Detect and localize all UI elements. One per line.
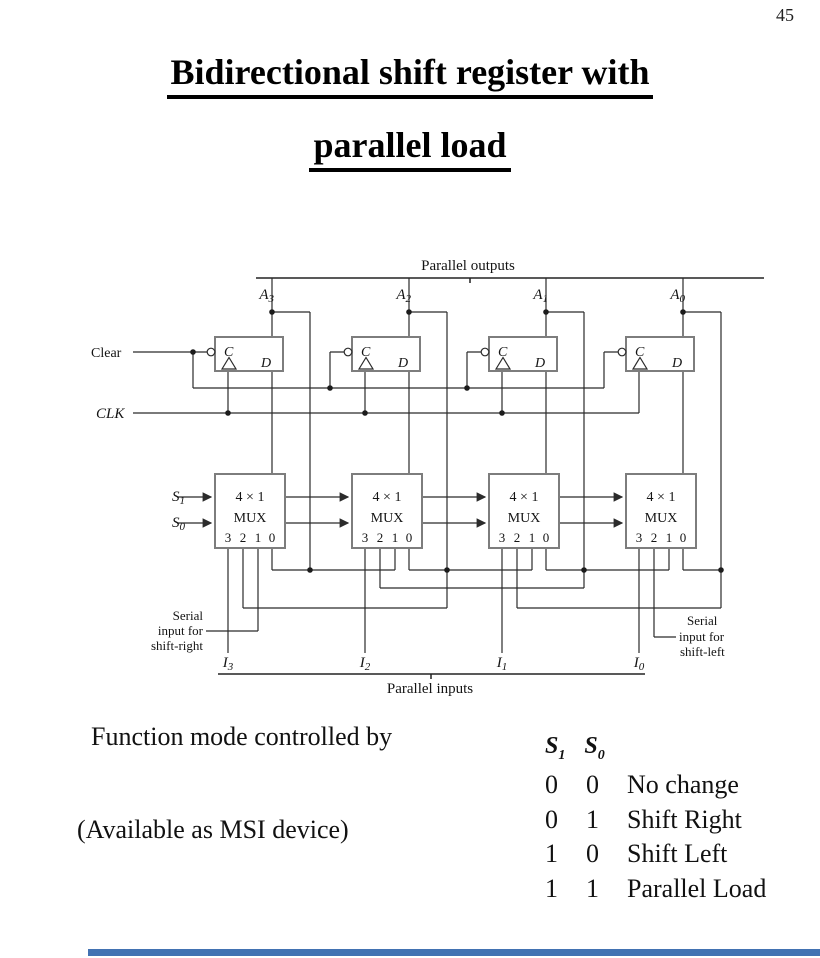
svg-text:D: D xyxy=(397,356,408,371)
svg-text:1: 1 xyxy=(666,530,673,545)
svg-text:4 × 1: 4 × 1 xyxy=(510,490,539,505)
svg-text:shift-left: shift-left xyxy=(680,644,725,659)
flip-flop-1: C D xyxy=(480,336,558,372)
svg-text:0: 0 xyxy=(269,530,276,545)
parallel-outputs-bracket: Parallel outputs xyxy=(256,258,764,283)
shift-register-diagram: Parallel outputs A3 A2 A1 A0 xyxy=(91,258,764,697)
footer-accent-bar xyxy=(88,949,820,956)
s0-label: S0 xyxy=(172,515,186,533)
output-label-a1: A1 xyxy=(532,287,548,305)
svg-text:MUX: MUX xyxy=(508,511,541,526)
svg-text:0: 0 xyxy=(680,530,687,545)
svg-text:C: C xyxy=(498,345,508,360)
svg-text:0: 0 xyxy=(406,530,413,545)
svg-text:2: 2 xyxy=(240,530,247,545)
svg-text:1: 1 xyxy=(255,530,262,545)
junction-dots xyxy=(190,309,724,573)
input-labels: I3 I2 I1 I0 xyxy=(222,655,645,673)
svg-text:2: 2 xyxy=(514,530,521,545)
s1-label: S1 xyxy=(172,489,185,507)
svg-text:C: C xyxy=(361,345,371,360)
svg-text:3: 3 xyxy=(636,530,643,545)
ff-c-label: C xyxy=(224,345,234,360)
title-line-2: parallel load xyxy=(309,127,511,172)
input-label-i3: I3 xyxy=(222,655,234,673)
svg-text:input for: input for xyxy=(679,629,725,644)
svg-text:Serial: Serial xyxy=(173,608,204,623)
svg-text:0: 0 xyxy=(543,530,550,545)
mux-1: 4 × 1 MUX 3 2 1 0 xyxy=(488,473,560,549)
clear-label: Clear xyxy=(91,346,122,361)
header-s1: S1 xyxy=(545,733,566,763)
header-s0: S0 xyxy=(584,733,605,763)
svg-text:Serial: Serial xyxy=(687,613,718,628)
caption-function-mode: Function mode controlled by xyxy=(91,722,393,751)
flip-flop-0: C D xyxy=(617,336,695,372)
page-title: Bidirectional shift register with parall… xyxy=(0,54,820,172)
ff-d-label: D xyxy=(260,356,271,371)
svg-text:4 × 1: 4 × 1 xyxy=(236,490,265,505)
svg-text:4 × 1: 4 × 1 xyxy=(373,490,402,505)
svg-text:2: 2 xyxy=(377,530,384,545)
mux-3: 4 × 1 MUX 3 2 1 0 xyxy=(214,473,286,549)
svg-text:MUX: MUX xyxy=(645,511,678,526)
svg-text:3: 3 xyxy=(362,530,369,545)
output-labels: A3 A2 A1 A0 xyxy=(258,287,685,305)
svg-text:input for: input for xyxy=(158,623,204,638)
parallel-inputs-bracket: Parallel inputs xyxy=(218,673,645,697)
svg-text:1: 1 xyxy=(529,530,536,545)
function-table-header: S1 S0 xyxy=(545,733,766,770)
flip-flop-3: C D xyxy=(206,336,284,372)
input-label-i0: I0 xyxy=(633,655,645,673)
svg-text:C: C xyxy=(635,345,645,360)
input-label-i1: I1 xyxy=(496,655,508,673)
parallel-inputs-label: Parallel inputs xyxy=(387,681,473,697)
serial-input-shift-left-label: Serial input for shift-left xyxy=(679,613,725,659)
output-label-a3: A3 xyxy=(258,287,274,305)
svg-text:MUX: MUX xyxy=(234,511,267,526)
svg-text:1: 1 xyxy=(392,530,399,545)
input-label-i2: I2 xyxy=(359,655,371,673)
title-line-1: Bidirectional shift register with xyxy=(166,54,654,99)
parallel-outputs-label: Parallel outputs xyxy=(421,258,515,274)
svg-text:D: D xyxy=(534,356,545,371)
mux-0: 4 × 1 MUX 3 2 1 0 xyxy=(625,473,697,549)
svg-text:3: 3 xyxy=(225,530,232,545)
svg-text:2: 2 xyxy=(651,530,658,545)
mux-2: 4 × 1 MUX 3 2 1 0 xyxy=(351,473,423,549)
svg-text:3: 3 xyxy=(499,530,506,545)
svg-text:MUX: MUX xyxy=(371,511,404,526)
flip-flop-2: C D xyxy=(343,336,421,372)
svg-text:4 × 1: 4 × 1 xyxy=(647,490,676,505)
clk-label: CLK xyxy=(96,406,125,422)
caption-msi-device: (Available as MSI device) xyxy=(77,815,349,844)
svg-text:shift-right: shift-right xyxy=(151,638,203,653)
svg-text:D: D xyxy=(671,356,682,371)
wires xyxy=(133,278,722,653)
page-number: 45 xyxy=(776,5,794,25)
serial-input-shift-right-label: Serial input for shift-right xyxy=(151,608,204,653)
